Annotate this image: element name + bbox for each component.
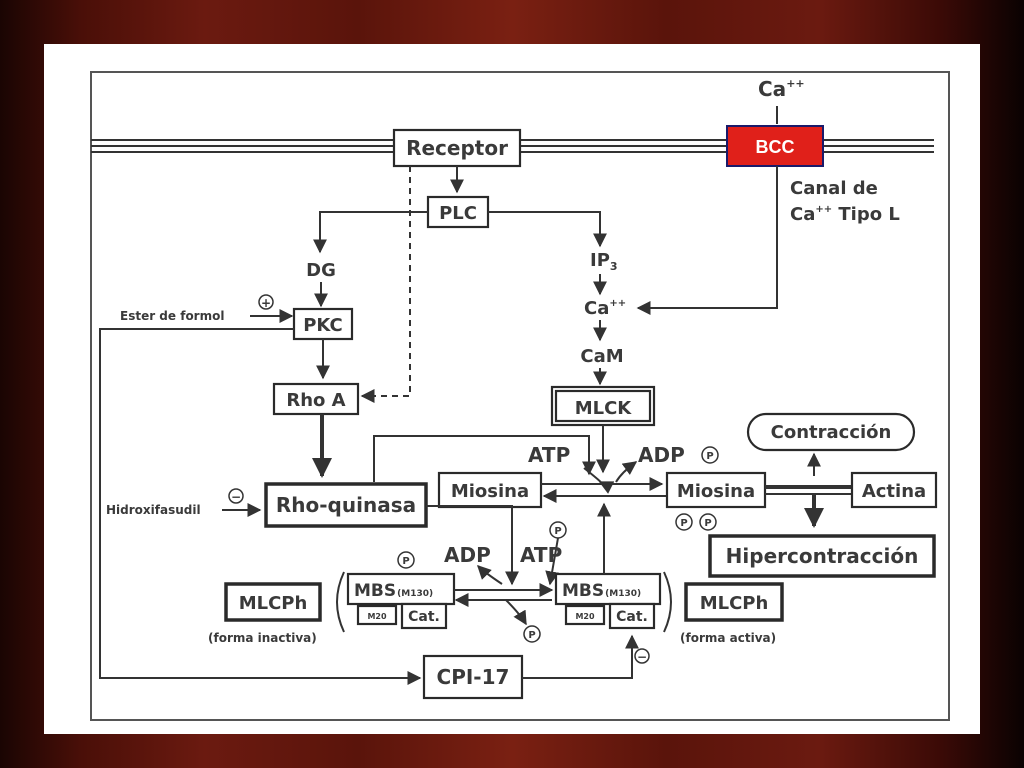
- phospho-label: P: [554, 526, 561, 537]
- arrow-rhoquinasa-miosina: [373, 435, 596, 482]
- phospho-label: P: [528, 630, 535, 641]
- diagram-frame: [90, 71, 950, 721]
- adp-top-label: ADP: [638, 443, 685, 467]
- mlcph-right-box: [684, 582, 784, 622]
- receptor-box: [392, 128, 522, 168]
- arrow-receptor-rhoa-dashed: [360, 166, 411, 403]
- pkc-box: [292, 307, 354, 341]
- hipercontraccion-box: [708, 534, 936, 578]
- phospho-label: P: [704, 518, 711, 529]
- rho-quinasa-box: [264, 482, 428, 528]
- signaling-pathway-diagram: Ca++ Receptor BCC Canal de Ca++ Tipo L P…: [90, 71, 950, 721]
- bcc-label: BCC: [756, 137, 795, 157]
- rho-quinasa-label: Rho-quinasa: [276, 493, 416, 517]
- phospho-label: P: [402, 556, 409, 567]
- cat-right-box: [608, 602, 656, 630]
- mlck-inner-box: [554, 389, 652, 423]
- arrow-adp-release: [615, 461, 638, 483]
- mlcph-right-label: MLCPh: [700, 593, 769, 614]
- m20-left-label: M20: [367, 612, 387, 621]
- rhoa-label: Rho A: [286, 390, 345, 411]
- minus-symbol: −: [637, 650, 647, 664]
- atp-top-label: ATP: [528, 443, 570, 467]
- dg-label: DG: [306, 260, 336, 281]
- ip3-label: IP3: [590, 250, 618, 273]
- plus-circle-icon: [258, 294, 274, 310]
- bracket-right: [663, 571, 672, 633]
- actina-box: [850, 471, 938, 509]
- mlck-label: MLCK: [575, 398, 633, 419]
- phospho-icon: [699, 513, 717, 531]
- arrow-phospho-out: [505, 599, 527, 626]
- cat-left-box: [400, 602, 448, 630]
- arrow-rhoquinasa-mbs: [426, 505, 519, 586]
- phospho-icon: [701, 446, 719, 464]
- m20-right-box: [564, 604, 606, 626]
- mbs-left-label: MBS(M130): [354, 581, 433, 601]
- phospho-label: P: [680, 518, 687, 529]
- miosina-right-box: [665, 471, 767, 509]
- arrow-cpi17-inhibition: [522, 634, 639, 679]
- cam-label: CaM: [580, 346, 623, 367]
- pkc-label: PKC: [303, 315, 343, 336]
- plc-label: PLC: [439, 203, 477, 224]
- contraccion-label: Contracción: [771, 422, 892, 443]
- cat-right-label: Cat.: [616, 609, 648, 625]
- miosina-left-label: Miosina: [451, 481, 529, 502]
- mbs-right-label: MBS(M130): [562, 581, 641, 601]
- adp-bottom-label: ADP: [444, 543, 491, 567]
- arrow-channel-calcium: [636, 166, 778, 315]
- actina-label: Actina: [862, 481, 926, 502]
- minus-circle-icon: [228, 488, 244, 504]
- arrow-plc-ip3: [488, 211, 607, 248]
- contraccion-box: [746, 412, 916, 452]
- mlcph-left-label: MLCPh: [239, 593, 308, 614]
- atp-bottom-label: ATP: [520, 543, 562, 567]
- arrow-plc-dg: [313, 211, 428, 254]
- forma-activa-label: (forma activa): [680, 631, 776, 645]
- rhoa-box: [272, 382, 360, 416]
- slide-canvas: Ca++ Receptor BCC Canal de Ca++ Tipo L P…: [44, 44, 980, 734]
- phospho-icon: [397, 551, 415, 569]
- arrow-adp-bottom: [477, 565, 503, 585]
- arrow-phospho-release: [545, 537, 560, 586]
- arrow-pkc-cpi17: [99, 328, 422, 685]
- arrow-atp-consume: [583, 467, 615, 494]
- bracket-left: [336, 571, 345, 633]
- canal-label-line2: Ca++ Tipo L: [790, 204, 900, 225]
- m20-left-box: [356, 604, 398, 626]
- forma-inactiva-label: (forma inactiva): [208, 631, 317, 645]
- cpi17-label: CPI-17: [437, 665, 510, 689]
- plc-box: [426, 195, 490, 229]
- minus-symbol: −: [231, 490, 241, 504]
- canal-label-line1: Canal de: [790, 178, 878, 199]
- mlcph-left-box: [224, 582, 322, 622]
- cat-left-label: Cat.: [408, 609, 440, 625]
- hidroxifasudil-label: Hidroxifasudil: [106, 503, 201, 517]
- ester-de-formol-label: Ester de formol: [120, 309, 224, 323]
- calcium-top-label: Ca++: [758, 77, 805, 101]
- cpi17-box: [422, 654, 524, 700]
- hipercontraccion-label: Hipercontracción: [726, 544, 919, 568]
- miosina-right-label: Miosina: [677, 481, 755, 502]
- phospho-icon: [523, 625, 541, 643]
- plus-symbol: +: [261, 296, 271, 310]
- phospho-icon: [675, 513, 693, 531]
- calcium-mid-label: Ca++: [584, 298, 626, 319]
- receptor-label: Receptor: [406, 136, 508, 160]
- bcc-badge: [726, 125, 824, 167]
- phospho-label: P: [706, 451, 713, 462]
- minus-circle-icon: [634, 648, 650, 664]
- m20-right-label: M20: [575, 612, 595, 621]
- mbs-right-box: [554, 572, 662, 606]
